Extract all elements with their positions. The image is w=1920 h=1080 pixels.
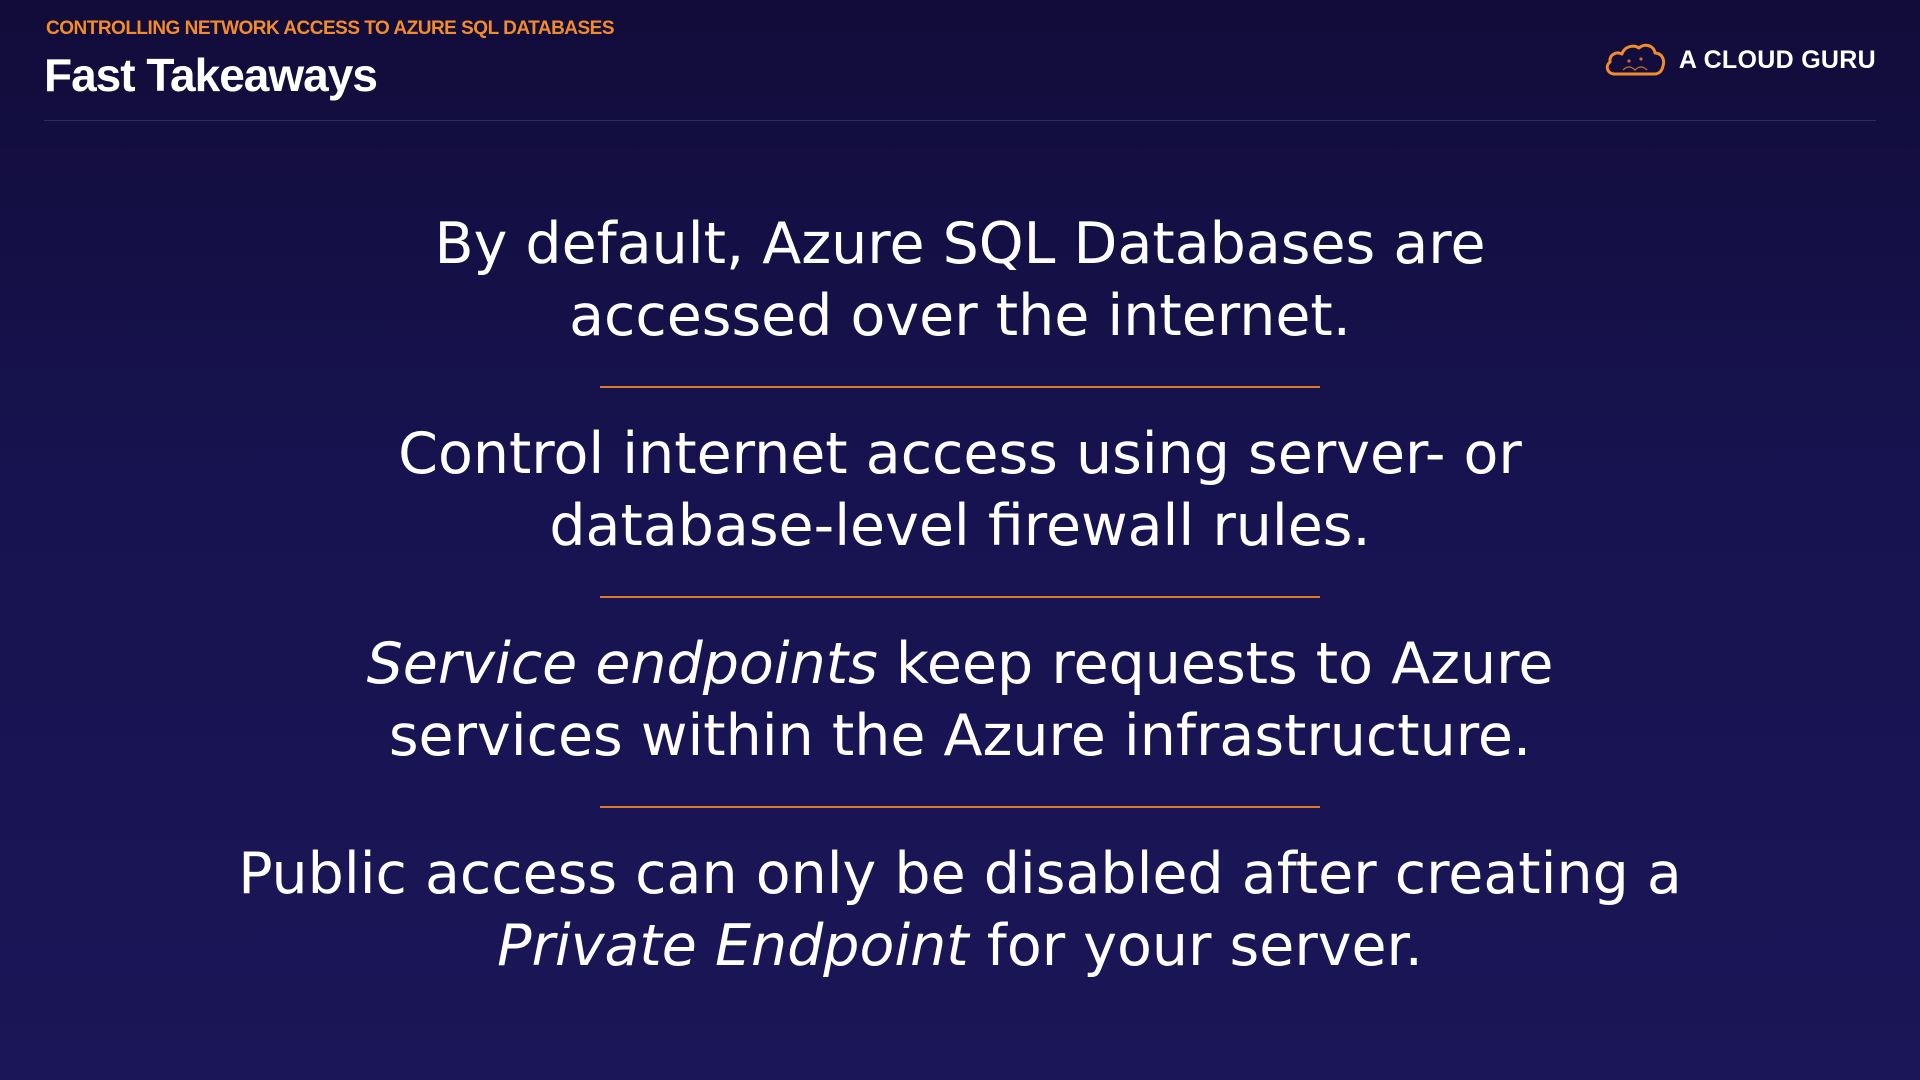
- takeaway-2-line-2: database-level firewall rules.: [549, 493, 1371, 559]
- slide-subtitle: CONTROLLING NETWORK ACCESS TO AZURE SQL …: [46, 18, 615, 39]
- divider-1: [600, 386, 1320, 388]
- takeaway-3-line-1: Service endpoints keep requests to Azure: [0, 628, 1920, 700]
- takeaway-4-line-1: Public access can only be disabled after…: [238, 841, 1682, 907]
- takeaway-3-line-1-rest: keep requests to Azure: [877, 631, 1554, 697]
- takeaway-2-line-1: Control internet access using server- or: [398, 421, 1522, 487]
- slide-title: Fast Takeaways: [44, 49, 378, 101]
- divider-3: [600, 806, 1320, 808]
- private-endpoint-term: Private Endpoint: [497, 913, 969, 979]
- brand-name: A CLOUD GURU: [1678, 45, 1876, 74]
- divider-2: [600, 596, 1320, 598]
- service-endpoints-term: Service endpoints: [366, 631, 878, 697]
- takeaway-1-line-1: By default, Azure SQL Databases are: [434, 211, 1486, 277]
- brand: A CLOUD GURU: [1603, 40, 1876, 80]
- takeaway-4: Public access can only be disabled after…: [0, 838, 1920, 982]
- takeaway-1: By default, Azure SQL Databases are acce…: [0, 208, 1920, 352]
- slide-header: CONTROLLING NETWORK ACCESS TO AZURE SQL …: [44, 18, 1876, 121]
- takeaway-4-line-2: Private Endpoint for your server.: [0, 910, 1920, 982]
- takeaway-1-line-2: accessed over the internet.: [569, 283, 1351, 349]
- takeaway-3-line-2: services within the Azure infrastructure…: [388, 703, 1532, 769]
- takeaways-list: By default, Azure SQL Databases are acce…: [0, 208, 1920, 982]
- takeaway-4-line-2-rest: for your server.: [968, 913, 1423, 979]
- takeaway-3: Service endpoints keep requests to Azure…: [0, 628, 1920, 772]
- cloud-logo-icon: [1605, 43, 1665, 76]
- takeaway-2: Control internet access using server- or…: [0, 418, 1920, 562]
